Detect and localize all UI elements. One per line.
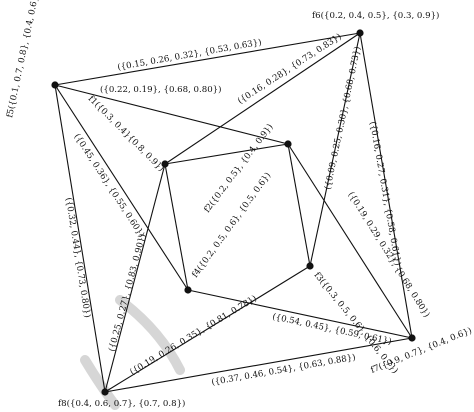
node-f3 — [306, 262, 314, 270]
node-f4 — [184, 286, 192, 294]
node-f6 — [356, 29, 364, 37]
node-layer — [51, 29, 416, 396]
edge-f1-f4 — [164, 163, 189, 291]
node-label-f8: f8({0.4, 0.6, 0.7}, {0.7, 0.8}) — [58, 398, 185, 409]
edge-layer — [54, 32, 413, 393]
edge-f1-f8 — [104, 163, 166, 393]
edge-f5-f4 — [54, 84, 189, 291]
node-f1 — [161, 160, 169, 168]
edge-label-f5-f6: ({0.15, 0.26, 0.32}, {0.53, 0.63}) — [117, 37, 263, 73]
edge-label-f8-f3: ({0.19, 0.26, 0.35}, {0.81, 0.78}) — [128, 293, 259, 378]
edge-f6-f3 — [309, 32, 361, 267]
edge-f5-f8 — [54, 84, 106, 393]
edge-label-f6-f3: ({0.09, 0.25, 0.30}, {0.68, 0.73}) — [322, 45, 363, 190]
edge-label-f5-f8: ({0.32, 0.44}, {0.73, 0.80}) — [63, 197, 93, 319]
node-f7 — [408, 334, 416, 342]
edge-f4-f7 — [187, 289, 413, 339]
edge-label-f4-f7: ({0.54, 0.45}, {0.59, 0.61}) — [271, 311, 392, 347]
edge-label-f1-f8: ({0.25, 0.27}, {0.83, 0.90}) — [106, 233, 148, 353]
edge-f5-f6 — [54, 32, 361, 86]
edge-f6-f1 — [164, 32, 361, 165]
node-label-f2: f2({0.2, 0.5}, {0.4, 0.9}) — [202, 122, 276, 215]
edge-f8-f7 — [104, 337, 413, 393]
edge-f6-f7 — [359, 32, 413, 339]
node-f2 — [284, 140, 292, 148]
edge-f1-f2 — [164, 143, 289, 165]
node-f8 — [101, 388, 109, 396]
edge-label-f5-f2: ({0.22, 0.19}, {0.68, 0.80}) — [100, 84, 222, 95]
node-f5 — [51, 81, 59, 89]
edge-f5-f2 — [54, 84, 289, 145]
edge-f8-f3 — [104, 265, 311, 393]
node-label-f6: f6({0.2, 0.4, 0.5}, {0.3, 0.9}) — [312, 10, 439, 21]
edge-f2-f7 — [287, 143, 413, 339]
edge-f2-f3 — [287, 143, 311, 267]
node-label-f5: f5({0.1, 0.7, 0.8}, {0.4, 0.6}) — [4, 0, 41, 119]
